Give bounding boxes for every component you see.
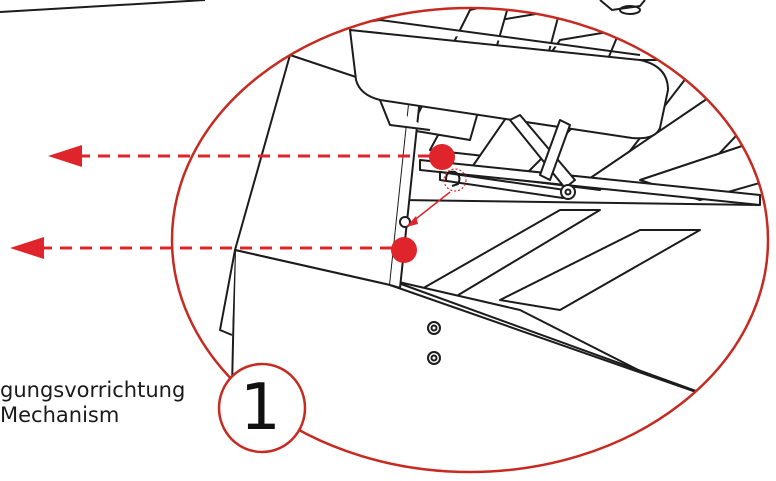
highlight-marks — [10, 144, 467, 263]
lower-arrowhead — [10, 237, 44, 259]
step-number: 1 — [240, 371, 281, 445]
hook-direction-arrow — [411, 191, 451, 223]
step-badge-outline — [217, 362, 307, 454]
caption-line-de: gungsvorrichtung — [0, 378, 186, 402]
hook-detail — [399, 170, 461, 228]
seat-frame — [399, 159, 761, 311]
zoom-circle — [170, 6, 770, 474]
outer-drawing-fragments — [0, 0, 646, 15]
folding-linkage — [439, 114, 576, 200]
bolts — [427, 321, 441, 365]
lower-red-dot — [391, 237, 417, 263]
upper-red-dot — [429, 144, 455, 170]
hook-highlight-ring — [443, 168, 467, 192]
hook-direction-arrowhead — [406, 216, 418, 227]
upper-arrowhead — [48, 145, 82, 167]
side-panel — [219, 54, 768, 472]
caption-line-en: Mechanism — [0, 403, 120, 427]
mechanism-caption: gungsvorrichtung Mechanism — [0, 378, 185, 428]
